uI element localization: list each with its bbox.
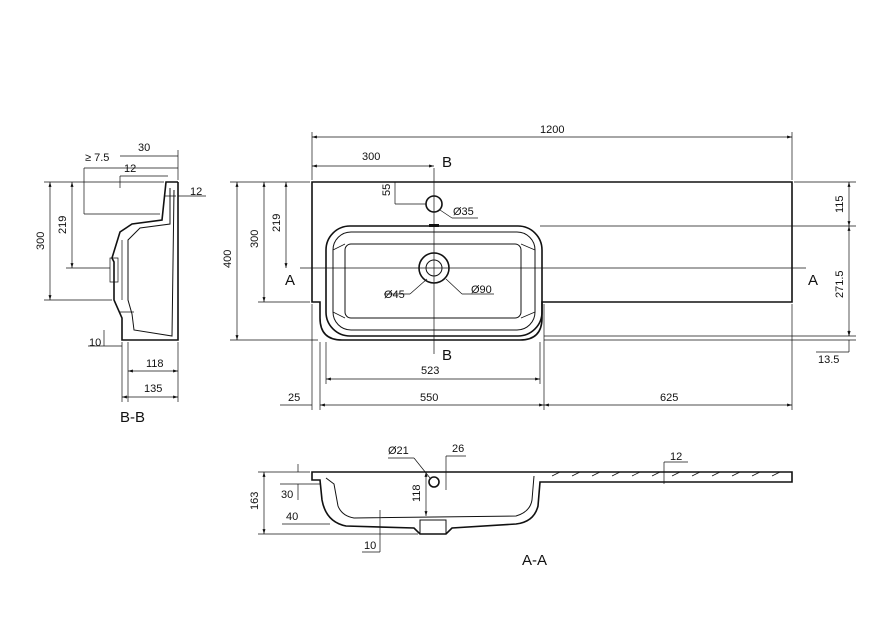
dim-left-offset: 25 [288, 392, 300, 404]
dim-aa-height-total: 163 [249, 492, 261, 510]
dim-bb-bottom-thickness: 10 [89, 337, 101, 349]
dim-right-top: 115 [834, 195, 846, 213]
section-marker-b-bottom: B [442, 347, 452, 364]
dim-basin-offset: 300 [362, 151, 380, 163]
section-marker-b-top: B [442, 154, 452, 171]
section-aa-label: A-A [522, 552, 547, 569]
dim-bb-depth-total: 300 [35, 232, 47, 250]
dim-basin-outer-width: 550 [420, 392, 438, 404]
dim-aa-shelf-thickness: 12 [670, 451, 682, 463]
dim-overall-width: 1200 [540, 124, 564, 136]
dim-aa-bowl-offset: 40 [286, 511, 298, 523]
section-aa-inner [325, 475, 535, 519]
dim-drain-dia-outer: Ø90 [471, 284, 492, 296]
dim-aa-rim-height: 30 [281, 489, 293, 501]
dim-drain-dia-inner: Ø45 [384, 289, 405, 301]
section-aa-profile [311, 471, 793, 535]
section-bb-inner [127, 188, 175, 337]
basin-inner [344, 243, 522, 319]
section-aa: 163 30 40 10 Ø21 26 118 12 A-A [249, 443, 793, 569]
dim-bb-width-outer: 135 [144, 383, 162, 395]
section-bb: 30 ≥ 7.5 12 12 300 219 10 118 135 B-B [35, 142, 206, 426]
dim-bb-wall-offset: 30 [138, 142, 150, 154]
section-bb-profile [111, 181, 179, 341]
section-bb-label: B-B [120, 409, 145, 426]
dim-bb-drain-offset: 219 [57, 216, 69, 234]
dim-basin-inner-width: 523 [421, 365, 439, 377]
dim-right-bottom: 13.5 [818, 354, 839, 366]
dim-overall-depth: 400 [222, 250, 234, 268]
dim-shelf-width: 625 [660, 392, 678, 404]
countertop-outline [311, 181, 793, 341]
dim-tap-dia: Ø35 [453, 206, 474, 218]
dim-right-mid: 271.5 [834, 270, 846, 298]
top-view: B B A A 1200 300 55 Ø35 400 300 219 [222, 124, 856, 410]
dim-aa-bottom-thickness: 10 [364, 540, 376, 552]
basin-corner-lines [332, 243, 536, 319]
dim-tap-offset: 55 [381, 184, 393, 196]
dim-bb-rim-inner: 12 [124, 163, 136, 175]
dim-basin-depth: 300 [249, 230, 261, 248]
dim-aa-overflow-dia: Ø21 [388, 445, 409, 457]
dim-bb-width-inner: 118 [146, 358, 164, 370]
section-bb-detail [109, 195, 176, 313]
section-marker-a-right: A [808, 272, 818, 289]
drain-outlet [419, 519, 447, 535]
dim-drain-offset: 219 [271, 214, 283, 232]
section-marker-a-left: A [285, 272, 295, 289]
overflow-hole [428, 476, 440, 488]
dim-aa-overflow-height: 118 [411, 484, 423, 502]
dim-bb-rim-thickness: 12 [190, 186, 202, 198]
dim-aa-overflow-offset: 26 [452, 443, 464, 455]
section-aa-shelf-hatch [551, 471, 781, 477]
dim-bb-overflow-min: ≥ 7.5 [85, 152, 109, 164]
